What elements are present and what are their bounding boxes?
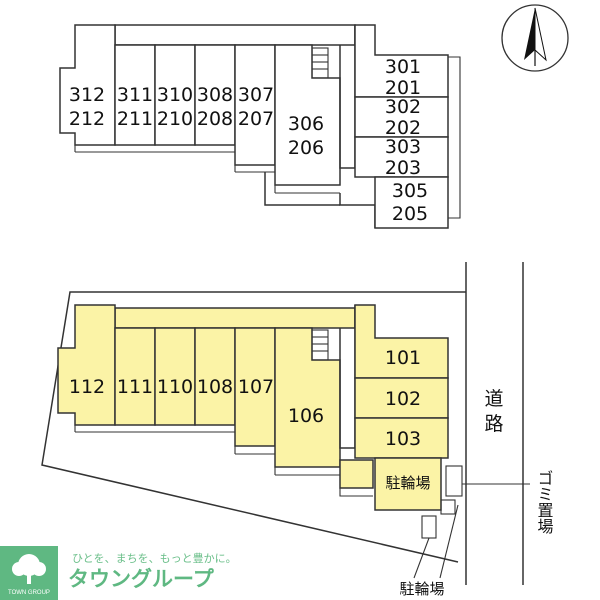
unit-112: 112 [57, 304, 116, 433]
garbage-area-label: ゴミ置場 [535, 470, 554, 535]
unit-label-upper: 312 [69, 84, 105, 106]
unit-label-lower: 211 [117, 108, 153, 130]
unit-label: 106 [288, 405, 324, 427]
unit-label-upper: 302 [385, 96, 421, 118]
unit-label: 111 [117, 376, 153, 398]
ground-small-storage [339, 459, 374, 489]
upper-stairs [311, 47, 329, 79]
unit-label-lower: 201 [385, 77, 421, 99]
unit-label-upper: 311 [117, 84, 153, 106]
unit-301-201: 301 201 [354, 24, 449, 99]
unit-label-lower: 206 [288, 137, 324, 159]
unit-label-lower: 203 [385, 157, 421, 179]
upper-floor-plan: 312 212 311 211 310 210 308 208 307 207 [59, 24, 461, 229]
bicycle-parking-outer-label: 駐輪場 [399, 580, 444, 598]
unit-label-upper: 310 [157, 84, 193, 106]
unit-303-203: 303 203 [354, 136, 449, 179]
unit-111: 111 [114, 327, 156, 433]
unit-label: 108 [197, 376, 233, 398]
logo-badge: TOWN GROUP [8, 590, 50, 596]
unit-label-lower: 205 [392, 203, 428, 225]
unit-310-210: 310 210 [154, 44, 196, 153]
unit-label-upper: 305 [392, 180, 428, 202]
north-arrow-icon [501, 4, 569, 72]
bicycle-parking-label: 駐輪場 [385, 474, 430, 492]
upper-corridor [114, 24, 356, 46]
site-post [440, 499, 456, 515]
unit-label-upper: 307 [238, 84, 274, 106]
ground-stairs [311, 329, 329, 361]
unit-110: 110 [154, 327, 196, 433]
unit-label-lower: 202 [385, 117, 421, 139]
unit-label: 112 [69, 376, 105, 398]
unit-label: 107 [238, 376, 274, 398]
company-logo: TOWN GROUP ひとを、まちを、もっと豊かに。 タウングループ [0, 546, 237, 600]
unit-107: 107 [234, 327, 276, 455]
unit-label-lower: 212 [69, 108, 105, 130]
unit-label: 102 [385, 388, 421, 410]
unit-108: 108 [194, 327, 236, 433]
bicycle-parking-inner: 駐輪場 [374, 457, 442, 511]
bicycle-parking-outer-box [421, 515, 437, 539]
unit-302-202: 302 202 [354, 96, 449, 139]
unit-106: 106 [274, 327, 341, 476]
unit-label-upper: 308 [197, 84, 233, 106]
unit-311-211: 311 211 [114, 44, 156, 153]
road-label-2: 路 [484, 413, 503, 435]
ground-corridor [114, 307, 356, 329]
ground-floor-plan: 道 路 ゴミ置場 112 111 110 108 [41, 262, 554, 598]
site-boundary [41, 291, 466, 563]
unit-306-206: 306 206 [274, 44, 341, 194]
unit-label-lower: 210 [157, 108, 193, 130]
unit-312-212: 312 212 [59, 24, 116, 153]
road-label-1: 道 [484, 388, 503, 410]
unit-label: 110 [157, 376, 193, 398]
unit-305-205: 305 205 [374, 176, 449, 229]
logo-tagline: ひとを、まちを、もっと豊かに。 [72, 552, 237, 565]
logo-company-name: タウングループ [68, 567, 215, 591]
unit-label-lower: 208 [197, 108, 233, 130]
unit-label: 103 [385, 428, 421, 450]
unit-307-207: 307 207 [234, 44, 276, 173]
unit-label-upper: 306 [288, 113, 324, 135]
unit-label: 101 [385, 347, 421, 369]
unit-101: 101 [354, 304, 449, 379]
garbage-box [445, 465, 463, 497]
unit-label-upper: 303 [385, 136, 421, 158]
unit-label-lower: 207 [238, 108, 274, 130]
unit-102: 102 [354, 377, 449, 419]
unit-103: 103 [354, 417, 449, 459]
unit-308-208: 308 208 [194, 44, 236, 153]
unit-label-upper: 301 [385, 56, 421, 78]
